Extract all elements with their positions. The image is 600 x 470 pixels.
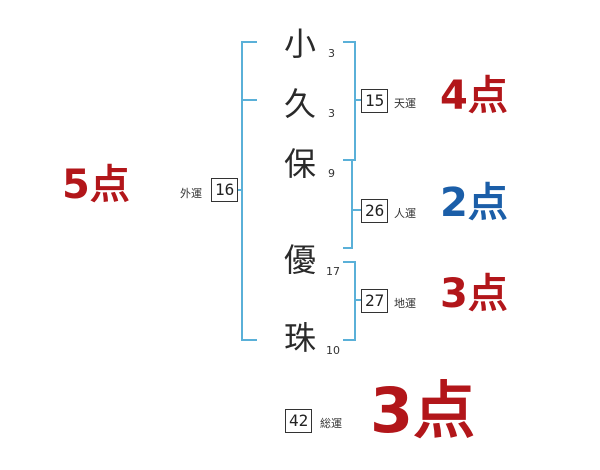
- name-char-4: 優: [283, 241, 316, 279]
- tenun-score: 4点: [440, 73, 508, 119]
- name-char-3: 保: [283, 145, 316, 183]
- jinun-value: 26: [361, 199, 389, 223]
- tenun-value: 15: [361, 89, 389, 113]
- chiun-label: 地運: [394, 297, 416, 310]
- name-char-2: 久: [283, 85, 316, 123]
- name-char-1: 小: [283, 25, 316, 63]
- jinun-score: 2点: [440, 180, 508, 226]
- chiun-score: 3点: [440, 271, 508, 317]
- stroke-count-2: 3: [328, 107, 335, 120]
- stroke-count-1: 3: [328, 47, 335, 60]
- stroke-count-4: 17: [326, 265, 340, 278]
- gaiun-score: 5点: [62, 162, 130, 208]
- stroke-count-5: 10: [326, 344, 340, 357]
- name-char-5: 珠: [283, 319, 316, 357]
- stroke-count-3: 9: [328, 167, 335, 180]
- chiun-value: 27: [361, 289, 389, 313]
- gaiun-label: 外運: [180, 187, 202, 200]
- souun-score: 3点: [370, 374, 476, 447]
- jinun-label: 人運: [394, 207, 416, 220]
- souun-value: 42: [285, 409, 313, 433]
- tenun-label: 天運: [394, 97, 416, 110]
- souun-label: 総運: [320, 417, 342, 430]
- gaiun-value: 16: [211, 178, 239, 202]
